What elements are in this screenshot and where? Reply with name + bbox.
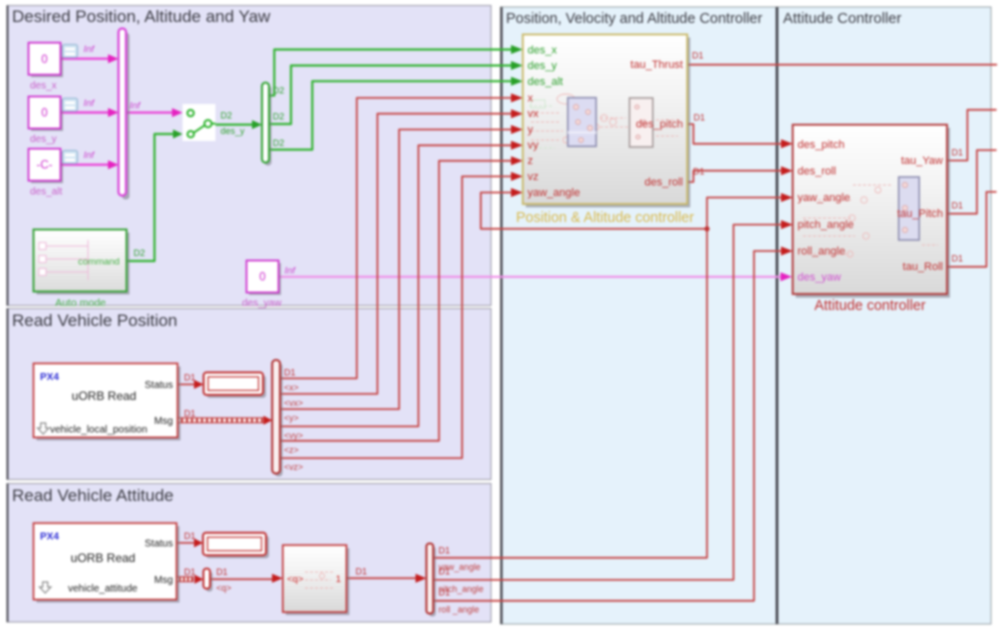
svg-text:PX4: PX4: [40, 372, 59, 383]
svg-text:Msg: Msg: [154, 575, 173, 586]
svg-text:des_y: des_y: [221, 126, 246, 136]
svg-text:Read Vehicle Attitude: Read Vehicle Attitude: [12, 486, 174, 505]
svg-text:-C-: -C-: [37, 160, 53, 172]
svg-text:D1: D1: [184, 373, 196, 383]
svg-text:Status: Status: [145, 380, 173, 391]
svg-text:D1: D1: [439, 588, 451, 598]
svg-text:vz: vz: [528, 171, 539, 183]
svg-text:D2: D2: [273, 112, 285, 122]
svg-text:tau_Yaw: tau_Yaw: [901, 155, 943, 167]
svg-text:des_pitch: des_pitch: [636, 119, 683, 131]
svg-text:D1: D1: [952, 201, 964, 211]
svg-text:roll _angle: roll _angle: [439, 605, 480, 615]
svg-text:<z>: <z>: [284, 445, 299, 455]
svg-text:Desired Position, Altitude and: Desired Position, Altitude and Yaw: [12, 7, 271, 26]
svg-text:Attitude Controller: Attitude Controller: [783, 11, 902, 27]
svg-text:vehicle_attitude: vehicle_attitude: [68, 584, 138, 595]
svg-text:des_yaw: des_yaw: [242, 298, 282, 309]
svg-text:1: 1: [336, 574, 341, 585]
svg-text:D1: D1: [216, 567, 228, 577]
svg-text:des_alt: des_alt: [528, 76, 563, 88]
svg-text:tau_Pitch: tau_Pitch: [897, 208, 943, 220]
svg-text:D1: D1: [184, 408, 196, 418]
svg-text:tau_Roll: tau_Roll: [903, 261, 943, 273]
svg-text:D2: D2: [134, 248, 146, 258]
svg-text:D1: D1: [693, 167, 705, 177]
svg-text:yaw_angle: yaw_angle: [528, 187, 581, 199]
svg-text:0: 0: [259, 272, 265, 284]
svg-text:des_alt: des_alt: [30, 187, 62, 198]
svg-text:D1: D1: [439, 567, 451, 577]
svg-text:0: 0: [41, 108, 47, 120]
svg-text:yaw_angle: yaw_angle: [798, 192, 851, 204]
svg-text:Attitude controller: Attitude controller: [814, 298, 925, 314]
svg-text:Msg: Msg: [154, 416, 173, 427]
svg-text:Inf: Inf: [84, 150, 96, 161]
svg-text:des_x: des_x: [30, 81, 57, 92]
svg-text:Inf: Inf: [130, 101, 142, 112]
svg-text:vy: vy: [528, 140, 540, 152]
svg-text:D1: D1: [356, 567, 368, 577]
svg-text:D1: D1: [694, 113, 706, 123]
svg-text:<vz>: <vz>: [284, 462, 303, 472]
svg-text:<vx>: <vx>: [284, 398, 303, 408]
svg-text:D1: D1: [184, 531, 196, 541]
svg-text:Auto mode: Auto mode: [55, 297, 106, 309]
svg-text:vehicle_local_position: vehicle_local_position: [50, 425, 147, 436]
svg-text:0: 0: [41, 54, 47, 66]
svg-text:pitch_angle: pitch_angle: [439, 584, 484, 594]
svg-text:D1: D1: [952, 254, 964, 264]
svg-text:D1: D1: [184, 567, 196, 577]
svg-text:D1: D1: [692, 51, 704, 61]
svg-text:pitch_angle: pitch_angle: [798, 219, 854, 231]
svg-text:D1: D1: [439, 546, 451, 556]
svg-text:<q>: <q>: [216, 583, 231, 593]
svg-text:PX4: PX4: [40, 532, 59, 543]
svg-text:uORB Read: uORB Read: [72, 389, 137, 403]
svg-text:des_roll: des_roll: [798, 165, 837, 177]
svg-text:Status: Status: [145, 539, 173, 550]
svg-text:des_yaw: des_yaw: [798, 272, 841, 284]
svg-text:D1: D1: [284, 368, 296, 378]
svg-text:tau_Thrust: tau_Thrust: [630, 59, 683, 71]
svg-text:des_y: des_y: [30, 134, 57, 145]
svg-text:yaw_angle: yaw_angle: [439, 562, 481, 572]
svg-text:<vy>: <vy>: [284, 430, 303, 440]
svg-text:des_x: des_x: [528, 44, 558, 56]
svg-text:Position, Velocity and Altitud: Position, Velocity and Altitude Controll…: [506, 11, 762, 27]
svg-text:<x>: <x>: [284, 382, 299, 392]
svg-text:Position & Altitude controller: Position & Altitude controller: [516, 210, 694, 226]
svg-text:x: x: [528, 92, 534, 104]
svg-text:D2: D2: [221, 111, 233, 121]
svg-text:des_roll: des_roll: [644, 176, 683, 188]
svg-text:uORB Read: uORB Read: [71, 551, 136, 565]
svg-text:des_pitch: des_pitch: [798, 139, 845, 151]
svg-text:Read Vehicle Position: Read Vehicle Position: [12, 311, 177, 330]
svg-text:vx: vx: [528, 108, 540, 120]
svg-text:z: z: [528, 155, 534, 167]
svg-text:Inf: Inf: [84, 98, 96, 109]
svg-text:command: command: [78, 257, 120, 268]
svg-text:D2: D2: [273, 85, 285, 95]
svg-text:y: y: [528, 124, 534, 136]
svg-text:Inf: Inf: [84, 44, 96, 55]
svg-text:des_y: des_y: [528, 60, 558, 72]
svg-text:<y>: <y>: [284, 413, 299, 423]
svg-text:<q>: <q>: [287, 574, 304, 585]
svg-text:roll_angle: roll_angle: [798, 245, 846, 257]
svg-text:D1: D1: [952, 148, 964, 158]
svg-text:D2: D2: [273, 138, 285, 148]
svg-text:Inf: Inf: [285, 266, 297, 277]
